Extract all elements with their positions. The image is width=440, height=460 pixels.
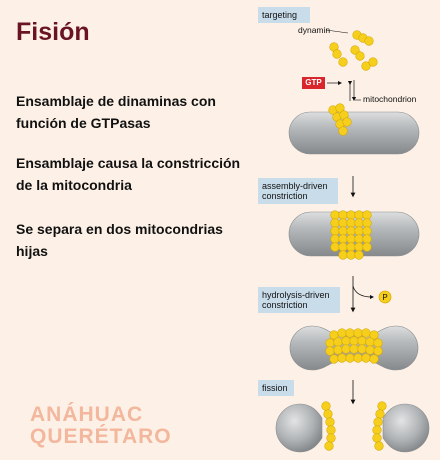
stage-1-mitochondrion bbox=[288, 111, 420, 155]
stage-label-fission: fission bbox=[258, 380, 294, 396]
phosphate-release-arrow bbox=[352, 285, 375, 300]
stage-label-hydrolysis: hydrolysis-driven constriction bbox=[258, 287, 340, 313]
phosphate-label: P bbox=[382, 293, 387, 302]
step-2-text: Ensamblaje causa la constricción de la m… bbox=[16, 155, 241, 193]
slide-title: Fisión bbox=[16, 18, 90, 46]
phosphate-circle bbox=[378, 290, 392, 304]
released-dynamin-right bbox=[372, 401, 387, 451]
step-3-text: Se separa en dos mitocondrias hijas bbox=[16, 221, 223, 259]
logo-line-1: ANÁHUAC bbox=[30, 403, 144, 426]
mitochondrion-label: mitochondrion bbox=[363, 94, 417, 104]
dynamin-spiral-assembly bbox=[330, 210, 372, 260]
logo-line-2: QUERÉTARO bbox=[30, 425, 172, 448]
bound-dynamin-molecules bbox=[328, 103, 352, 136]
stage-label-targeting: targeting bbox=[258, 7, 310, 23]
stage-label-assembly: assembly-driven constriction bbox=[258, 178, 338, 204]
step-1-text: Ensamblaje de dinaminas con función de G… bbox=[16, 93, 216, 131]
constricted-dynamin-spiral bbox=[325, 328, 383, 364]
daughter-mitochondrion-right bbox=[382, 403, 430, 453]
free-dynamin-molecules bbox=[329, 30, 378, 71]
daughter-mitochondrion-left bbox=[275, 403, 323, 453]
dynamin-label: dynamin bbox=[298, 25, 331, 35]
dynamin-leader-line bbox=[325, 29, 349, 34]
released-dynamin-left bbox=[321, 401, 336, 451]
gtp-badge: GTP bbox=[302, 77, 325, 89]
anahuac-queretaro-logo: ANÁHUAC QUERÉTARO bbox=[30, 404, 172, 448]
